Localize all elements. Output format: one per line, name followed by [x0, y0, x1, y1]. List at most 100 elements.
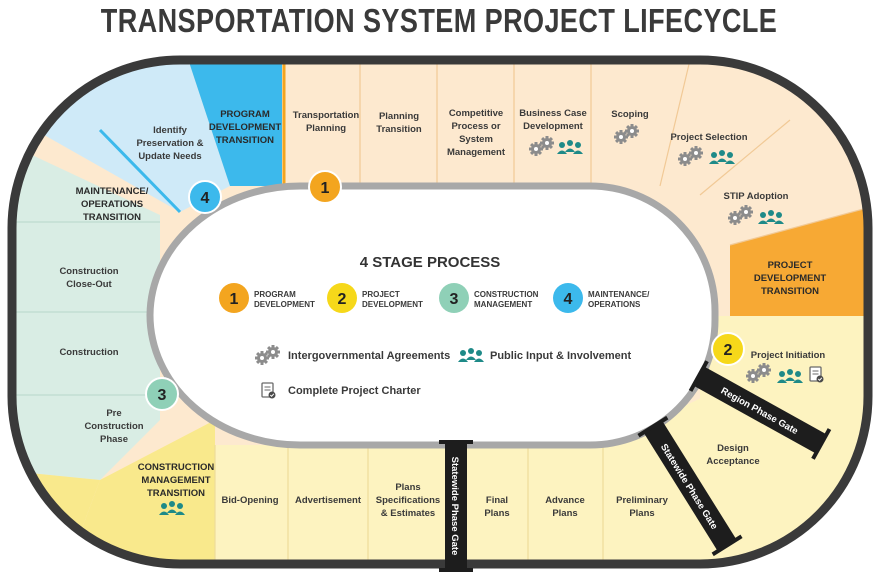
- svg-text:2: 2: [338, 291, 347, 308]
- legend-people-label: Public Input & Involvement: [490, 350, 632, 362]
- segment-design-acceptance-l1: Design: [717, 443, 749, 454]
- segment-construction: Construction: [59, 347, 118, 358]
- stage-1-item: 1 PROGRAM DEVELOPMENT: [219, 283, 315, 313]
- track-marker-4: 4: [188, 180, 222, 214]
- segment-bid-opening: Bid-Opening: [222, 495, 279, 506]
- segment-pre-construction-l1: Pre: [106, 408, 121, 419]
- svg-text:Business Case: Business Case: [519, 108, 587, 119]
- right-segment-labels: Project Selection STIP Adoption PROJECT …: [670, 132, 826, 467]
- svg-text:CONSTRUCTION: CONSTRUCTION: [474, 290, 539, 299]
- stage-4-item: 4 MAINTENANCE/ OPERATIONS: [553, 283, 650, 313]
- segment-competitive-l3: System: [459, 134, 493, 145]
- segment-preliminary-plans-l2: Plans: [629, 508, 654, 519]
- segment-project-initiation: Project Initiation: [751, 350, 826, 361]
- svg-text:Competitive: Competitive: [449, 108, 503, 119]
- svg-text:4: 4: [564, 291, 573, 308]
- segment-planning-transition-l2: Transition: [376, 124, 422, 135]
- charter-icon: [261, 382, 277, 400]
- svg-text:3: 3: [158, 387, 167, 404]
- stage-3-item: 3 CONSTRUCTION MANAGEMENT: [439, 283, 539, 313]
- mo-transition-l3: TRANSITION: [83, 212, 141, 223]
- stage-legend: 1 PROGRAM DEVELOPMENT 2 PROJECT DEVELOPM…: [219, 283, 650, 313]
- pd-transition-l2: DEVELOPMENT: [754, 273, 827, 284]
- segment-preliminary-plans-l1: Preliminary: [616, 495, 668, 506]
- svg-text:4: 4: [201, 190, 210, 207]
- svg-text:1: 1: [321, 180, 330, 197]
- segment-final-plans-l2: Plans: [484, 508, 509, 519]
- segment-advertisement: Advertisement: [295, 495, 362, 506]
- segment-identify-l2: Preservation &: [136, 138, 203, 149]
- outer-border: [7, 55, 873, 569]
- program-transition-l3: TRANSITION: [216, 135, 274, 146]
- cm-transition-l1: CONSTRUCTION: [138, 462, 215, 473]
- segment-pre-construction-l3: Phase: [100, 434, 128, 445]
- charter-icon: [809, 366, 825, 384]
- bottom-segment-labels: Preliminary Plans Advance Plans Final Pl…: [138, 462, 669, 519]
- segment-final-plans-l1: Final: [486, 495, 508, 506]
- mo-transition-l1: MAINTENANCE/: [76, 186, 149, 197]
- inner-track: [146, 182, 719, 449]
- svg-text:MANAGEMENT: MANAGEMENT: [474, 300, 532, 309]
- svg-text:DEVELOPMENT: DEVELOPMENT: [254, 300, 315, 309]
- svg-text:Process or: Process or: [451, 121, 500, 132]
- cm-transition-l2: MANAGEMENT: [141, 475, 210, 486]
- top-segment-labels: Transportation Planning Planning Transit…: [293, 108, 649, 158]
- segment-pse-l2: Specifications: [376, 495, 440, 506]
- svg-text:Management: Management: [447, 147, 506, 158]
- svg-text:Transition: Transition: [376, 124, 422, 135]
- segment-advance-plans-l2: Plans: [552, 508, 577, 519]
- legend-charter-label: Complete Project Charter: [288, 385, 421, 397]
- svg-text:DEVELOPMENT: DEVELOPMENT: [362, 300, 423, 309]
- segment-identify-l1: Identify: [153, 125, 187, 136]
- statewide-phase-gate-bottom-label: Statewide Phase Gate: [449, 457, 460, 556]
- svg-text:2: 2: [724, 342, 733, 359]
- pd-transition-l1: PROJECT: [768, 260, 813, 271]
- segment-identify-l3: Update Needs: [138, 151, 201, 162]
- segment-advance-plans-l1: Advance: [545, 495, 585, 506]
- pd-transition-l3: TRANSITION: [761, 286, 819, 297]
- segment-business-case-l1: Business Case: [519, 108, 587, 119]
- segment-pre-construction-l2: Construction: [84, 421, 143, 432]
- left-segment-labels: Pre Construction Phase Construction Cons…: [59, 109, 281, 445]
- segment-close-out-l1: Construction: [59, 266, 118, 277]
- svg-text:OPERATIONS: OPERATIONS: [588, 300, 641, 309]
- mo-transition-l2: OPERATIONS: [81, 199, 143, 210]
- stage-2-item: 2 PROJECT DEVELOPMENT: [327, 283, 423, 313]
- statewide-phase-gate-bottom: Statewide Phase Gate: [439, 440, 473, 572]
- segment-competitive-l1: Competitive: [449, 108, 503, 119]
- segment-pse-l3: & Estimates: [381, 508, 435, 519]
- segment-business-case-l2: Development: [523, 121, 583, 132]
- segment-scoping: Scoping: [611, 109, 649, 120]
- program-transition-l1: PROGRAM: [220, 109, 270, 120]
- segment-project-selection: Project Selection: [670, 132, 747, 143]
- segment-pse-l1: Plans: [395, 482, 420, 493]
- segment-design-acceptance-l2: Acceptance: [706, 456, 759, 467]
- segment-close-out-l2: Close-Out: [66, 279, 112, 290]
- svg-text:Development: Development: [523, 121, 583, 132]
- segment-transportation-planning-l2: Planning: [306, 123, 346, 134]
- svg-text:Planning: Planning: [379, 111, 419, 122]
- svg-text:1: 1: [230, 291, 239, 308]
- track-marker-3: 3: [145, 377, 179, 411]
- svg-text:PROJECT: PROJECT: [362, 290, 400, 299]
- track-marker-1: 1: [308, 170, 342, 204]
- segment-stip-adoption: STIP Adoption: [724, 191, 789, 202]
- svg-text:Transportation: Transportation: [293, 110, 360, 121]
- legend-gear-label: Intergovernmental Agreements: [288, 350, 450, 362]
- segment-competitive-l4: Management: [447, 147, 506, 158]
- cm-transition-l3: TRANSITION: [147, 488, 205, 499]
- segment-transportation-planning-l1: Transportation: [293, 110, 360, 121]
- program-transition-l2: DEVELOPMENT: [209, 122, 282, 133]
- icon-legend: Intergovernmental Agreements Public Inpu…: [255, 345, 632, 400]
- segment-planning-transition-l1: Planning: [379, 111, 419, 122]
- track-marker-2: 2: [711, 332, 745, 366]
- svg-text:Planning: Planning: [306, 123, 346, 134]
- svg-text:Scoping: Scoping: [611, 109, 649, 120]
- center-title: 4 STAGE PROCESS: [360, 254, 501, 271]
- svg-text:System: System: [459, 134, 493, 145]
- page-title: TRANSPORTATION SYSTEM PROJECT LIFECYCLE: [100, 2, 778, 39]
- svg-text:MAINTENANCE/: MAINTENANCE/: [588, 290, 650, 299]
- svg-text:3: 3: [450, 291, 459, 308]
- svg-text:PROGRAM: PROGRAM: [254, 290, 296, 299]
